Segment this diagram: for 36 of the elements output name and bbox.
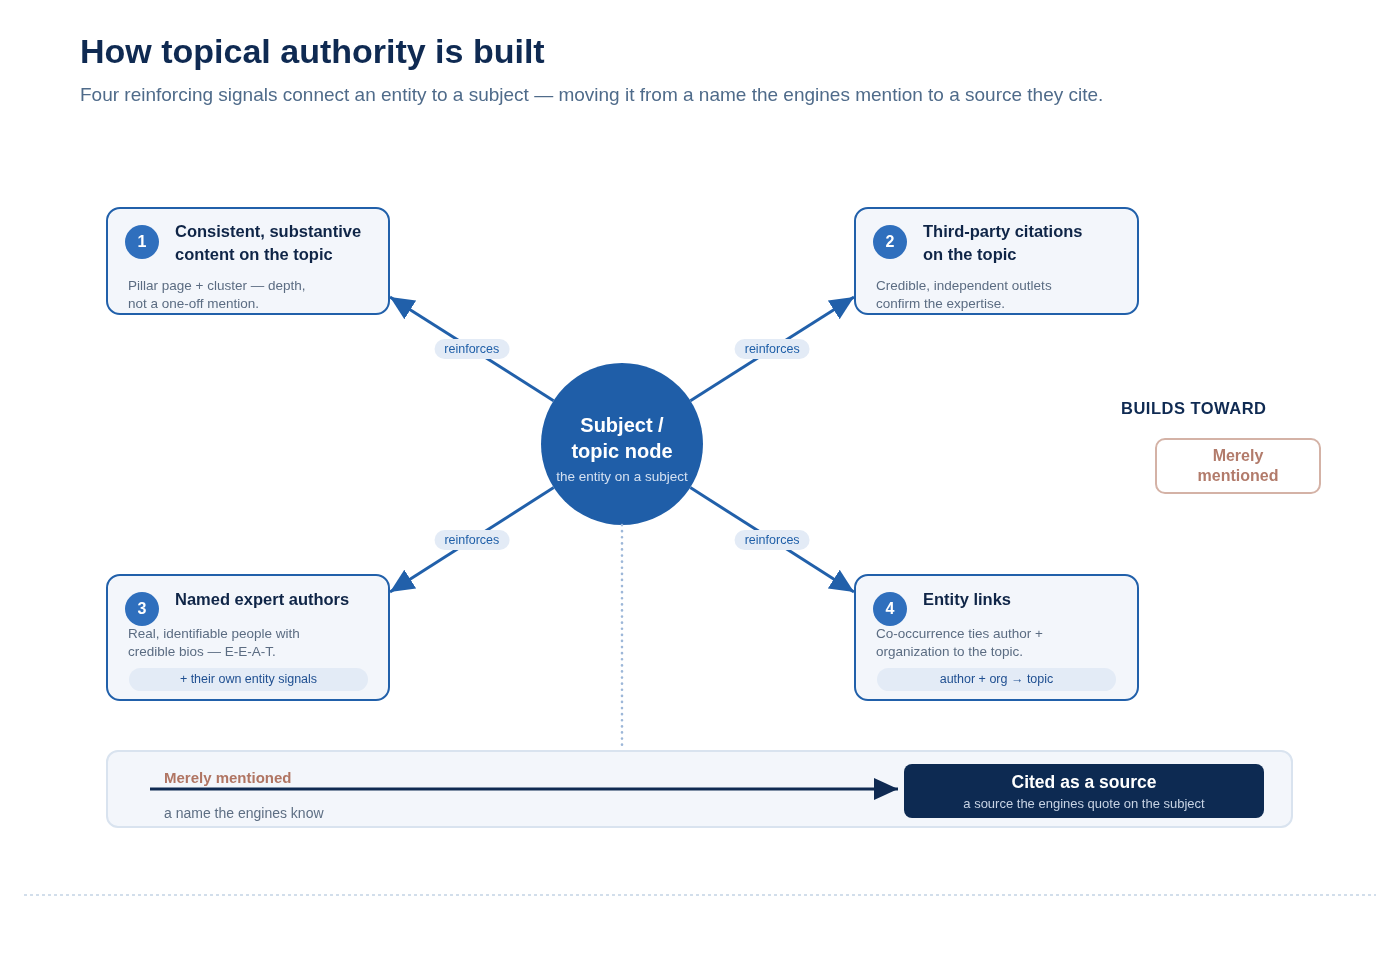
stage-label: Merely mentioned <box>1196 446 1280 486</box>
step-number: 2 <box>873 225 907 259</box>
goal-description: a source the engines quote on the subject <box>963 794 1205 812</box>
signal-card <box>106 207 390 315</box>
edge-label: reinforces <box>734 529 810 550</box>
card-heading: Entity links <box>923 589 1013 610</box>
edge-label: reinforces <box>434 338 510 359</box>
step-number: 4 <box>873 592 907 626</box>
card-description: Real, identifiable people with credible bios — E-E-A-T. <box>128 625 301 661</box>
edge-label: reinforces <box>734 338 810 359</box>
goal-card <box>904 764 1264 818</box>
stage-description: a name the engines know <box>164 804 324 822</box>
card-description: Pillar page + cluster — depth, not a one-off mention. <box>128 277 307 313</box>
section-heading: BUILDS TOWARD <box>1121 398 1267 419</box>
signal-card <box>106 574 390 701</box>
arrow <box>150 778 898 800</box>
stage-label: Merely mentioned <box>164 768 292 788</box>
card-description: Co-occurrence ties author + organization to the topic. <box>876 625 1044 661</box>
tag-pill: author + org → topic <box>877 668 1116 691</box>
card-heading: Consistent, substantive content on the topic <box>175 221 363 265</box>
step-number: 1 <box>125 225 159 259</box>
tag-pill: + their own entity signals <box>129 668 368 691</box>
subtitle: Four reinforcing signals connect an entity to a subject — moving it from a name the engines mention to a source they cite. <box>80 83 1104 107</box>
edge-label: reinforces <box>434 529 510 550</box>
step-number: 3 <box>125 592 159 626</box>
card-heading: Third-party citations on the topic <box>923 221 1084 265</box>
progress-panel <box>106 750 1293 828</box>
topic-subtitle: the entity on a subject <box>556 468 688 486</box>
card-description: Credible, independent outlets confirm the expertise. <box>876 277 1053 313</box>
stage-card <box>1155 438 1321 494</box>
goal-heading: Cited as a source <box>1011 770 1157 793</box>
signal-card <box>854 207 1139 315</box>
signal-card <box>854 574 1139 701</box>
topic-heading: Subject / topic node <box>570 413 674 464</box>
title: How topical authority is built <box>80 31 545 72</box>
card-heading: Named expert authors <box>175 589 351 610</box>
